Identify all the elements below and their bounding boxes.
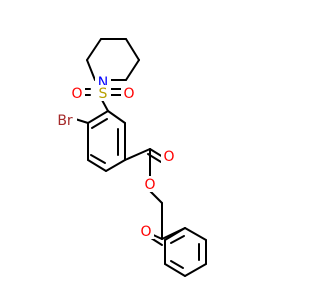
- atom-O-sulfonyl-left: O: [69, 85, 85, 102]
- molecule-diagram: N S O O Br O O O: [53, 38, 207, 277]
- bond: [150, 237, 163, 246]
- atom-O2-label: O: [71, 86, 82, 102]
- atom-Br-label: Br: [57, 113, 73, 129]
- bond: [184, 227, 207, 241]
- bond: [125, 59, 140, 81]
- atom-O3-label: O: [163, 149, 174, 165]
- bond: [105, 159, 126, 172]
- atom-O-carbonyl: O: [161, 148, 177, 165]
- bond: [107, 110, 126, 124]
- atom-O4-label: O: [144, 177, 155, 193]
- bond: [91, 118, 108, 129]
- bond: [86, 38, 102, 61]
- bond: [149, 148, 164, 158]
- atom-O-sulfonyl-right: O: [121, 85, 137, 102]
- atom-Br: Br: [53, 112, 77, 129]
- bond: [101, 99, 109, 112]
- bond: [87, 159, 107, 172]
- bond: [149, 190, 163, 204]
- atom-S: S: [95, 85, 111, 102]
- bond: [170, 235, 185, 244]
- atom-N-label: N: [98, 75, 108, 91]
- bond: [87, 110, 109, 124]
- bond: [124, 148, 151, 161]
- bond: [86, 59, 96, 81]
- atom-O5-label: O: [140, 224, 151, 240]
- bonds: [71, 38, 207, 277]
- atom-O-ketone: O: [138, 223, 154, 240]
- bond: [164, 263, 186, 277]
- atom-labels: N S O O Br O O O: [53, 74, 177, 240]
- bond: [164, 227, 186, 241]
- bond: [90, 154, 106, 164]
- atom-O-ester: O: [142, 176, 158, 193]
- structure-svg: N S O O Br O O O: [53, 38, 207, 277]
- bond: [125, 38, 140, 61]
- bond: [184, 263, 207, 277]
- atom-S-label: S: [99, 86, 108, 102]
- atom-O1-label: O: [123, 86, 134, 102]
- bond: [170, 260, 184, 269]
